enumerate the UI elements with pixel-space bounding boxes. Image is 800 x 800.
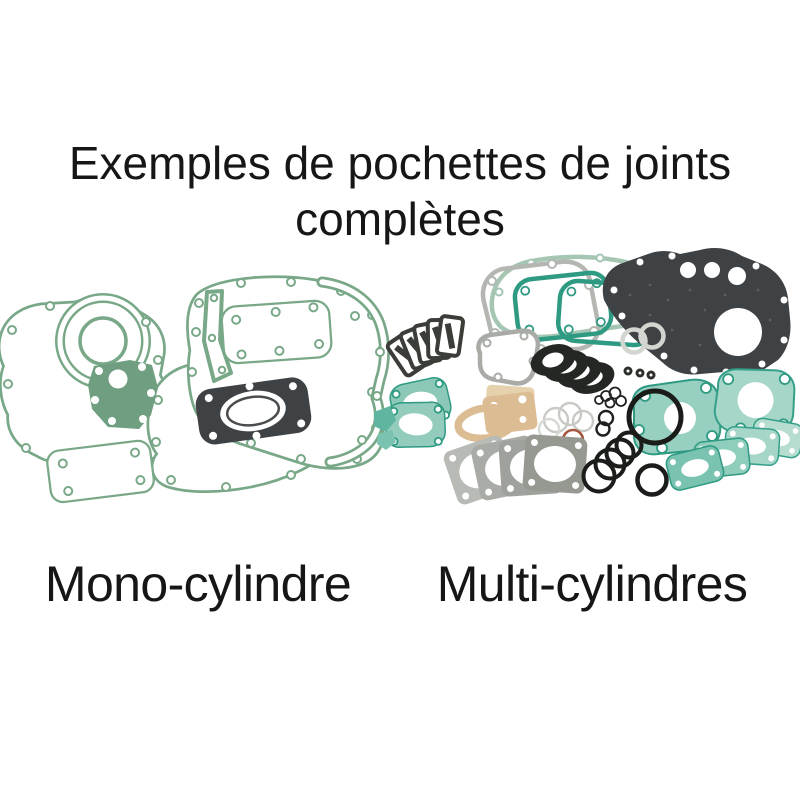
title-line-2: complètes [295,193,505,245]
mono-kit-drawing [0,275,390,504]
rubber-grommets [623,366,656,380]
white-paper-rings [620,322,666,355]
thin-paper-rings [537,401,595,441]
black-o-rings-bottom [581,430,669,497]
label-mono-cylindre: Mono-cylindre [44,556,352,612]
teal-head-gaskets-pair [374,377,452,450]
reed-gasket-fan [385,314,466,378]
teal-head-gasket-top-right [713,368,796,435]
large-crankcase-gasket-dark [602,248,791,376]
page-title: Exemples de pochettes de joints complète… [0,135,800,247]
tiny-o-rings [594,386,627,409]
teal-exhaust-gaskets-fan [665,417,800,491]
beige-gaskets [454,384,538,443]
label-multi-cylindres: Multi-cylindres [436,556,748,612]
small-black-ring-pair [595,409,615,437]
grey-base-gaskets-fan [443,434,588,505]
grey-triangle-gasket [476,328,541,386]
black-oval-gaskets-stack [530,344,615,394]
title-line-1: Exemples de pochettes de joints [68,137,732,189]
head-gasket-dark [195,377,312,445]
tensioner-strip-gasket [202,289,233,383]
reed-valve-gasket-rect [46,439,155,504]
cylinder-base-gasket [220,299,333,365]
oil-pump-gasket-solid [88,360,158,429]
side-cover-gasket-right [316,276,390,468]
multi-kit-photo [374,248,800,505]
